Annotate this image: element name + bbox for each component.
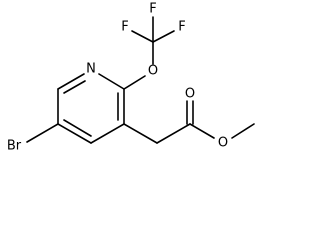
bond-c-f-right (152, 30, 175, 43)
bond-n1-c6 (57, 73, 85, 90)
atom-label-n-ring: N (86, 62, 96, 77)
bond-c-f-left (131, 30, 154, 43)
atom-label-br: Br (7, 139, 22, 154)
atom-label-f-top: F (149, 2, 156, 17)
bond-c-o-ester (189, 123, 215, 139)
atom-label-o-ether: O (148, 64, 158, 79)
bond-n1-c6-double (63, 80, 86, 94)
atom-label-o-carbonyl: O (185, 87, 195, 102)
bond-c3-ch2 (123, 123, 158, 144)
bond-ch2-c-carbonyl (156, 123, 191, 144)
atom-label-f-right: F (178, 20, 185, 35)
bond-c4-c3 (90, 123, 125, 144)
bond-c5-c4 (57, 123, 92, 144)
atom-label-o-ester: O (218, 136, 228, 151)
bond-o-c2 (123, 75, 146, 90)
atom-label-f-left: F (121, 20, 128, 35)
bond-c5-br (26, 123, 59, 143)
molecule-structure: F F F O N O O Br (7, 2, 255, 154)
bond-c2-n1 (98, 73, 125, 90)
bond-c5-c4-double (63, 119, 92, 137)
bond-o-methyl (231, 123, 255, 139)
